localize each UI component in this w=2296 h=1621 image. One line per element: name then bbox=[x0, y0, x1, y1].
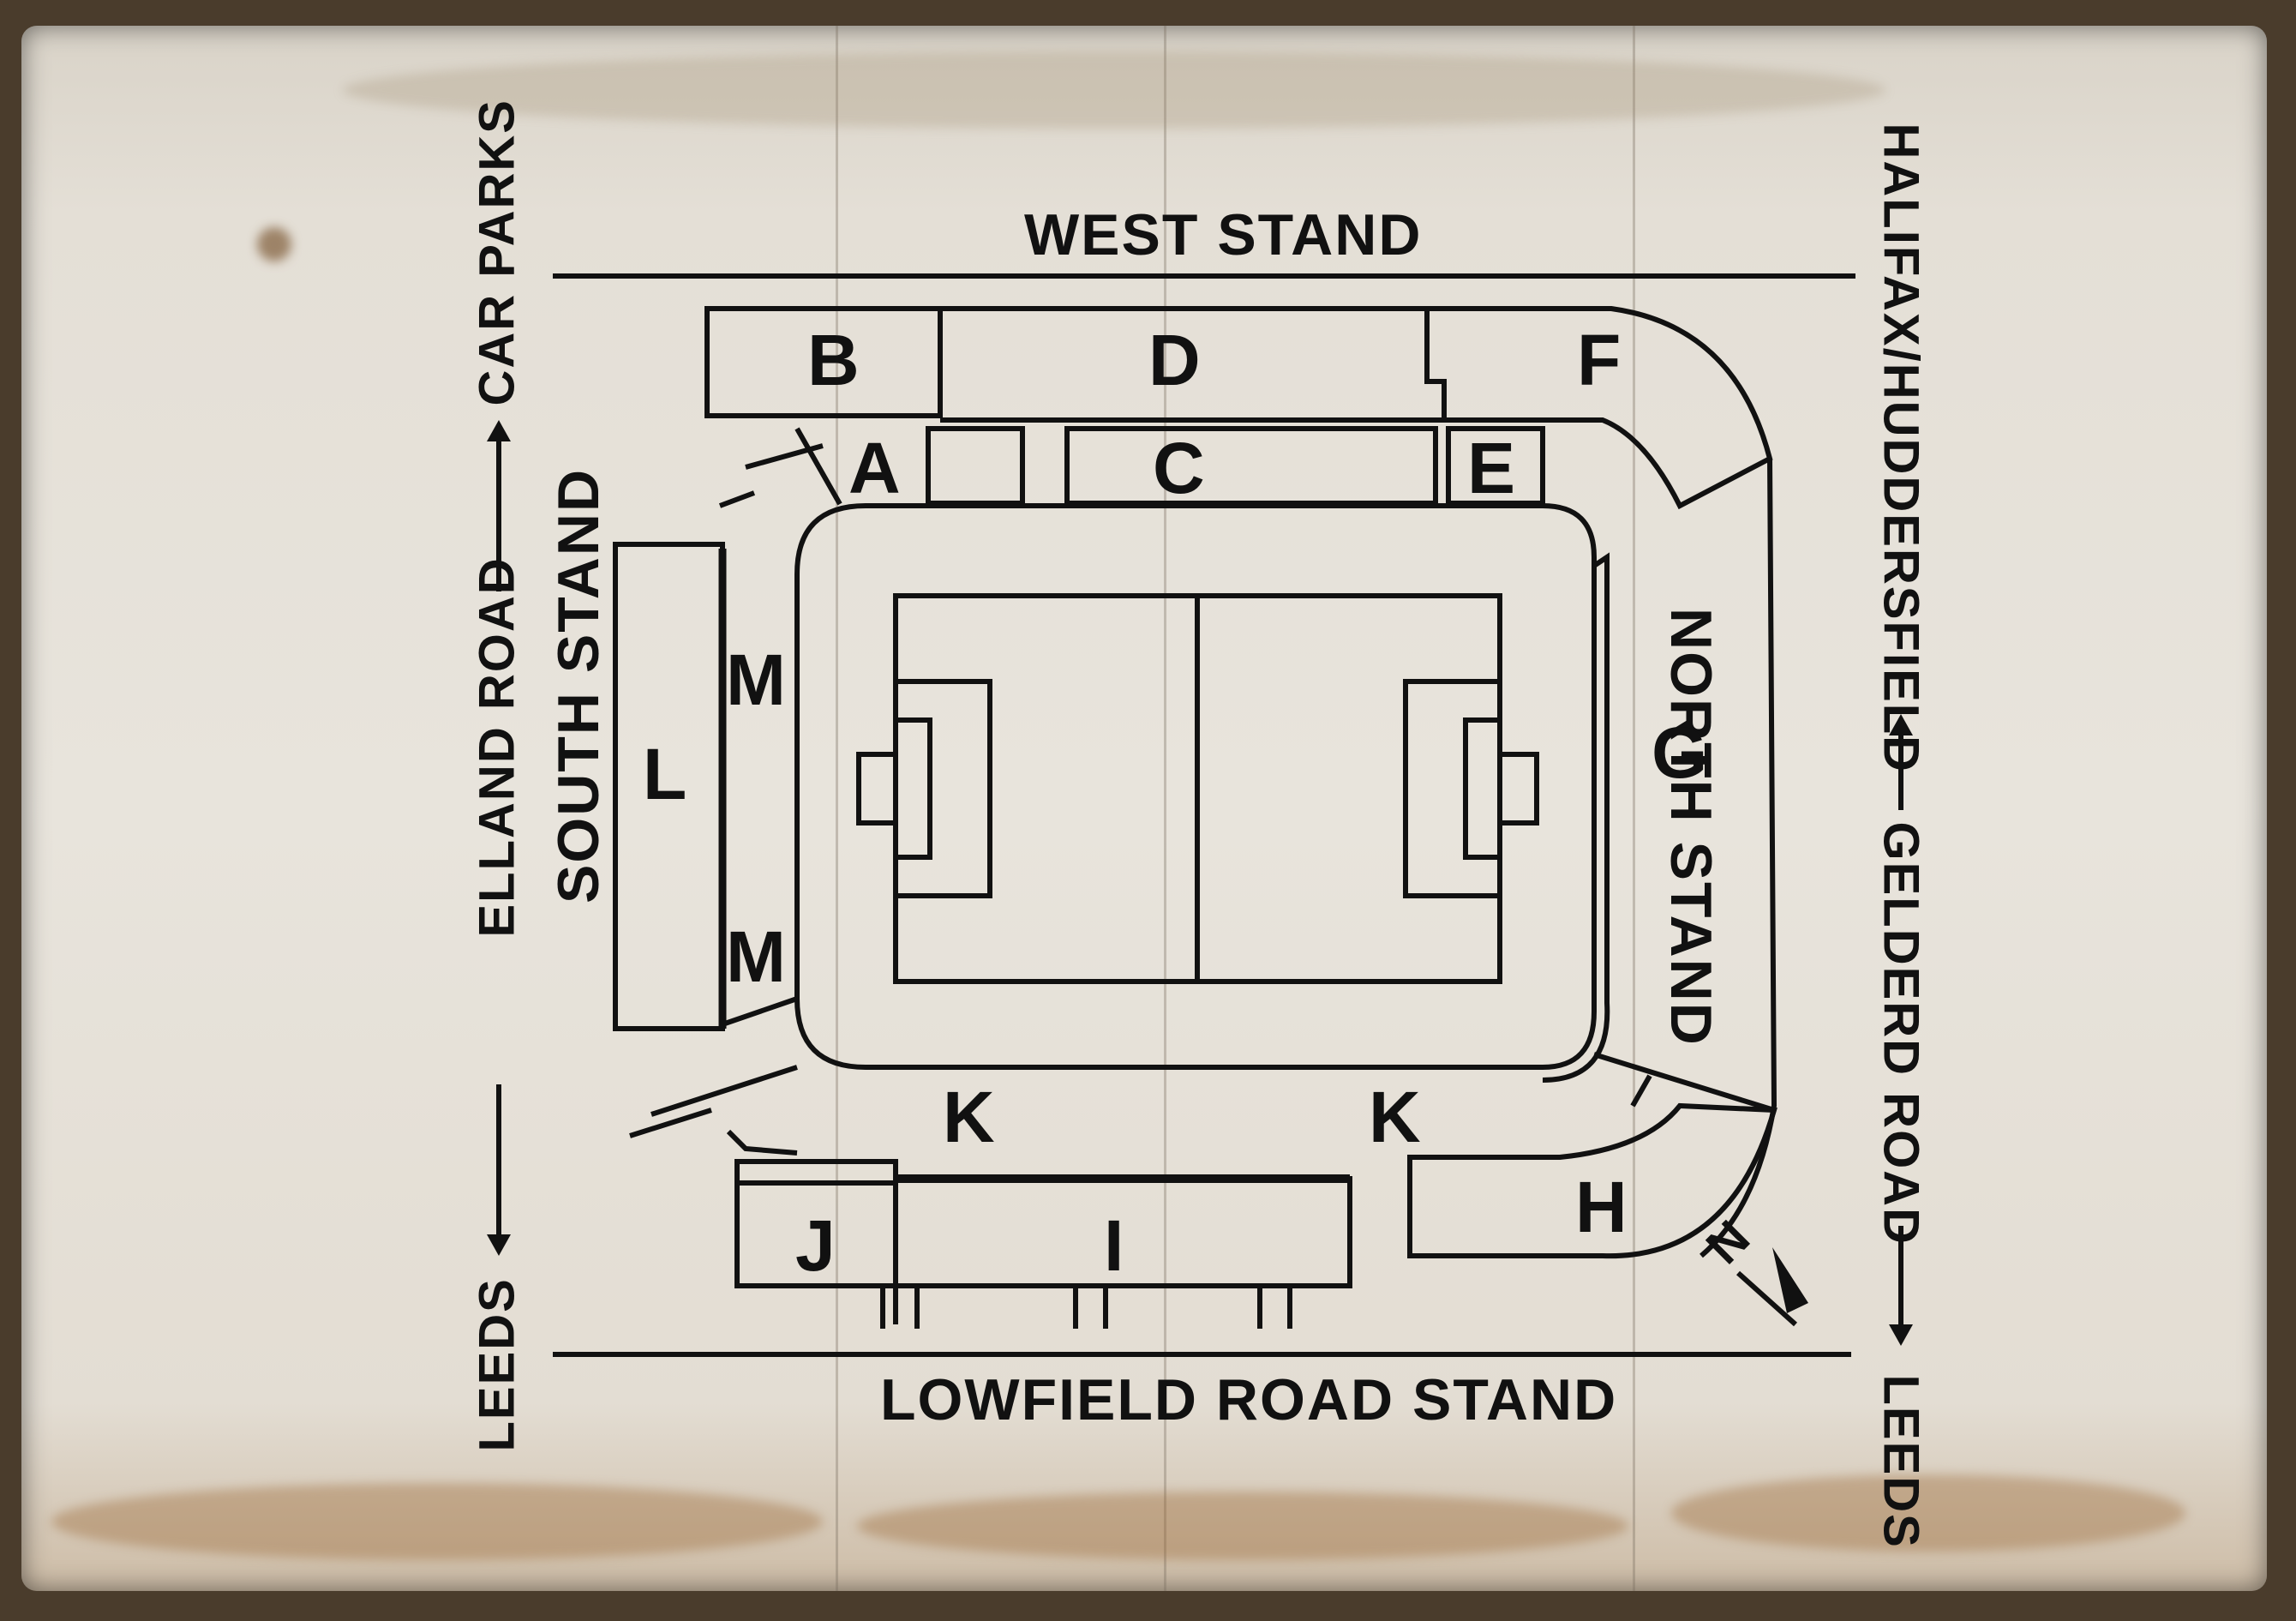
section-f-block bbox=[1427, 306, 1773, 510]
access-line bbox=[745, 443, 824, 470]
lowfield-stand-label: LOWFIELD ROAD STAND bbox=[880, 1367, 1618, 1432]
entrance-line bbox=[914, 1283, 1078, 1329]
north-stand-inner bbox=[1542, 552, 1610, 1083]
section-d-label: D bbox=[1148, 320, 1202, 400]
access-line bbox=[1630, 1074, 1652, 1108]
section-a-block bbox=[926, 426, 1025, 506]
access-line bbox=[794, 427, 842, 506]
halifax-huddersfield-label: HALIFAX/HUDDERSFIELD bbox=[1873, 123, 1929, 774]
access-line bbox=[726, 1129, 798, 1156]
section-l-label: L bbox=[643, 734, 689, 814]
section-m-label: M bbox=[726, 639, 788, 720]
section-b-label: B bbox=[807, 320, 861, 400]
section-c-label: C bbox=[1153, 428, 1207, 508]
gelderd-road-label: GELDERD ROAD bbox=[1873, 821, 1929, 1246]
fold-line bbox=[1164, 26, 1166, 1591]
section-i-label: I bbox=[1104, 1205, 1126, 1286]
stain bbox=[51, 1483, 823, 1560]
access-line bbox=[650, 1065, 798, 1117]
stain bbox=[257, 227, 291, 261]
north-arrow-icon bbox=[1772, 1247, 1808, 1313]
compass-line bbox=[1735, 1270, 1798, 1327]
section-a-label: A bbox=[848, 428, 902, 508]
stain bbox=[343, 51, 1885, 129]
car-parks-arrow-icon bbox=[487, 420, 511, 441]
section-c-block bbox=[1064, 426, 1438, 506]
section-b-block bbox=[704, 306, 943, 418]
west-stand-label: WEST STAND bbox=[1024, 202, 1423, 267]
section-e-label: E bbox=[1467, 428, 1518, 508]
access-line bbox=[718, 490, 756, 508]
right-goal bbox=[1497, 752, 1539, 826]
entrance-line bbox=[1103, 1283, 1262, 1329]
perimeter-track bbox=[794, 503, 1597, 1070]
south-stand-label: SOUTH STAND bbox=[546, 467, 611, 904]
section-j-label: J bbox=[795, 1205, 837, 1286]
section-k-label: K bbox=[943, 1077, 997, 1157]
section-d-block bbox=[940, 306, 1447, 423]
section-m-label: M bbox=[726, 916, 788, 997]
leeds-right-label: LEEDS bbox=[1873, 1374, 1929, 1549]
section-f-label: F bbox=[1577, 320, 1623, 400]
right-goal-area bbox=[1463, 717, 1502, 860]
section-h-label: H bbox=[1575, 1167, 1629, 1247]
leeds-arrow-icon-right bbox=[1889, 1324, 1913, 1346]
fold-line bbox=[836, 26, 838, 1591]
fold-line bbox=[1633, 26, 1635, 1591]
section-m-area bbox=[720, 600, 798, 1029]
stain bbox=[1671, 1474, 2185, 1552]
access-line bbox=[629, 1108, 712, 1138]
elland-road-label: ELLAND ROAD bbox=[469, 556, 525, 938]
halifax-arrow-icon bbox=[1889, 714, 1913, 735]
north-stand-label: NORTH STAND bbox=[1658, 608, 1723, 1047]
right-penalty-box bbox=[1403, 679, 1502, 898]
section-g-label: G bbox=[1652, 712, 1710, 793]
leeds-left-label: LEEDS bbox=[469, 1277, 525, 1452]
left-goal bbox=[856, 752, 898, 826]
leeds-arrow-icon-left bbox=[487, 1234, 511, 1256]
car-parks-label: CAR PARKS bbox=[469, 99, 525, 406]
stain bbox=[857, 1492, 1628, 1560]
section-h-block bbox=[1407, 1102, 1777, 1259]
left-goal-area bbox=[893, 717, 932, 860]
section-k-label: K bbox=[1369, 1077, 1423, 1157]
left-penalty-box bbox=[893, 679, 992, 898]
section-g-h-divider bbox=[1593, 1052, 1775, 1113]
